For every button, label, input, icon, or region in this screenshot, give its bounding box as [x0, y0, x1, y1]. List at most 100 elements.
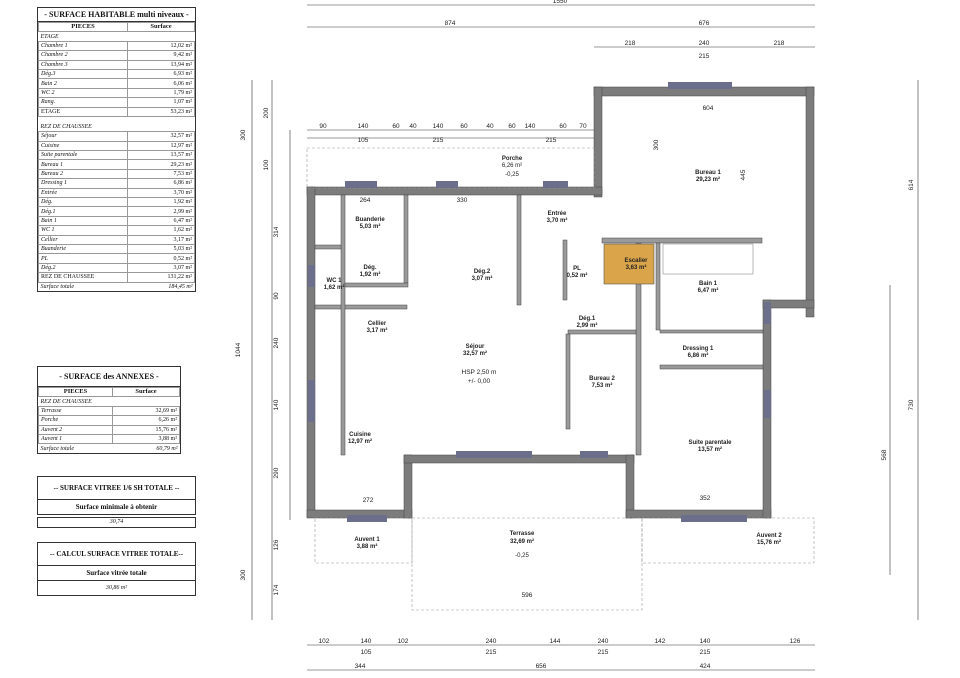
- room-labels: Porche 6,26 m² -0,25 Bureau 1 29,23 m² B…: [324, 156, 783, 559]
- calcul-vitree-box: -- CALCUL SURFACE VITREE TOTALE-- Surfac…: [37, 542, 196, 596]
- dim-bot-sub-1: 215: [486, 649, 497, 656]
- dim-up-0: 90: [319, 123, 327, 130]
- room-bain1-area: 6,47 m²: [698, 287, 719, 294]
- room-deg1: Dég.1: [579, 316, 596, 322]
- room-porche-level: -0,25: [505, 172, 519, 178]
- dim-bot-0: 102: [319, 638, 330, 645]
- dim-bot-total-1: 656: [536, 663, 547, 670]
- surface-vitree-value: 30,74: [37, 517, 196, 528]
- room-terrasse-area: 32,69 m²: [510, 538, 534, 545]
- room-buanderie-area: 5,03 m²: [360, 223, 381, 230]
- dim-top-a: 874: [445, 20, 456, 27]
- dim-up-1: 140: [358, 123, 369, 130]
- annexes-surface: 3,88 m²: [112, 433, 180, 445]
- room-wc1: WC 1: [327, 278, 343, 284]
- room-auvent2: Auvent 2: [756, 533, 782, 539]
- dim-up-sub-2: 215: [546, 137, 557, 144]
- surface-totale-label: Surface totale: [40, 283, 75, 290]
- room-auvent1-area: 3,88 m²: [357, 543, 378, 550]
- room-suite: Suite parentale: [688, 440, 732, 446]
- dim-left-g: 140: [273, 399, 280, 410]
- room-buanderie: Buanderie: [355, 217, 385, 223]
- dim-bot-2: 102: [398, 638, 409, 645]
- dim-left-a: 300: [240, 129, 247, 140]
- dim-bot-total-2: 424: [700, 663, 711, 670]
- dim-up-4: 140: [433, 123, 444, 130]
- room-auvent1: Auvent 1: [354, 537, 380, 543]
- level-label: +/- 0,00: [468, 378, 491, 385]
- dim-top2-a: 218: [625, 40, 636, 47]
- room-pl-area: 0,52 m²: [567, 272, 588, 279]
- dim-up-sub-0: 105: [358, 137, 369, 144]
- dim-604: 604: [703, 105, 714, 112]
- room-deg1-area: 2,99 m²: [577, 322, 598, 329]
- room-sejour: Séjour: [466, 344, 485, 350]
- dim-left-k: 174: [273, 584, 280, 595]
- left-dimensions: [251, 80, 291, 620]
- etage-label: ETAGE: [40, 33, 59, 40]
- dim-up-10: 70: [579, 123, 587, 130]
- dim-left-h: 290: [273, 467, 280, 478]
- right-dimensions: [889, 80, 919, 620]
- staircase: [603, 243, 655, 285]
- surface-vitree-title: -- SURFACE VITREE 1/6 SH TOTALE --: [38, 477, 195, 500]
- dim-up-8: 140: [525, 123, 536, 130]
- dim-bot-sub-2: 215: [598, 649, 609, 656]
- room-cuisine: Cuisine: [349, 432, 371, 438]
- dim-352: 352: [700, 495, 711, 502]
- room-escalier-area: 3,63 m²: [626, 264, 647, 271]
- dim-up-9: 60: [559, 123, 567, 130]
- annexes-total-value: 60,79 m²: [156, 445, 178, 452]
- dim-left-e: 90: [273, 292, 280, 300]
- hsp-label: HSP 2,50 m: [462, 369, 497, 376]
- dim-bot-8: 126: [790, 638, 801, 645]
- dim-bot-3: 240: [486, 638, 497, 645]
- dim-264: 264: [360, 197, 371, 204]
- room-deg-area: 1,92 m²: [360, 271, 381, 278]
- surface-habitable-title: - SURFACE HABITABLE multi niveaux -: [38, 8, 195, 22]
- dim-up-5: 60: [460, 123, 468, 130]
- dim-bot-total-0: 344: [355, 663, 366, 670]
- room-cellier-area: 3,17 m²: [367, 327, 388, 334]
- dim-left-b: 200: [263, 107, 270, 118]
- room-deg2: Dég.2: [474, 269, 491, 275]
- dim-top-b: 676: [699, 20, 710, 27]
- surface-vitree-box: -- SURFACE VITREE 1/6 SH TOTALE -- Surfa…: [37, 476, 196, 515]
- dim-top2-b: 240: [699, 40, 710, 47]
- room-sejour-area: 32,57 m²: [463, 350, 487, 357]
- room-entree-area: 3,70 m²: [547, 217, 568, 224]
- surface-totale-value: 184,45 m²: [168, 283, 193, 290]
- etage-total-value: 53,23 m²: [127, 106, 195, 117]
- col-surface: Surface: [127, 21, 195, 33]
- dim-right-568: 568: [881, 449, 888, 460]
- stair-steps: [662, 243, 754, 275]
- top-dimensions: [307, 4, 815, 139]
- dim-up-6: 40: [486, 123, 494, 130]
- room-entree: Entrée: [548, 211, 567, 217]
- dim-up-7: 60: [508, 123, 516, 130]
- dim-left-total: 1044: [235, 342, 242, 357]
- calcul-vitree-subtitle: Surface vitrée totale: [38, 566, 195, 581]
- dim-445: 445: [740, 169, 747, 180]
- dim-bot-5: 240: [598, 638, 609, 645]
- surface-annexes-title: - SURFACE des ANNEXES -: [38, 367, 180, 387]
- room-bureau1-area: 29,23 m²: [696, 176, 720, 183]
- room-pl: PL: [573, 266, 581, 272]
- windows: [308, 82, 771, 522]
- room-bureau1: Bureau 1: [695, 170, 721, 176]
- dim-left-j: 300: [240, 569, 247, 580]
- calcul-vitree-title: -- CALCUL SURFACE VITREE TOTALE--: [38, 543, 195, 566]
- room-porche-area: 6,26 m²: [502, 163, 522, 169]
- dim-272: 272: [363, 497, 374, 504]
- room-suite-area: 13,57 m²: [698, 446, 722, 453]
- walls: [306, 86, 815, 519]
- room-cellier: Cellier: [368, 321, 387, 327]
- room-cuisine-area: 12,97 m²: [348, 438, 372, 445]
- room-bureau2-area: 7,53 m²: [592, 382, 613, 389]
- room-porche: Porche: [502, 156, 523, 162]
- room-deg: Dég.: [363, 265, 376, 271]
- dim-up-3: 40: [409, 123, 417, 130]
- dim-bot-6: 142: [655, 638, 666, 645]
- room-wc1-area: 1,62 m²: [324, 284, 345, 291]
